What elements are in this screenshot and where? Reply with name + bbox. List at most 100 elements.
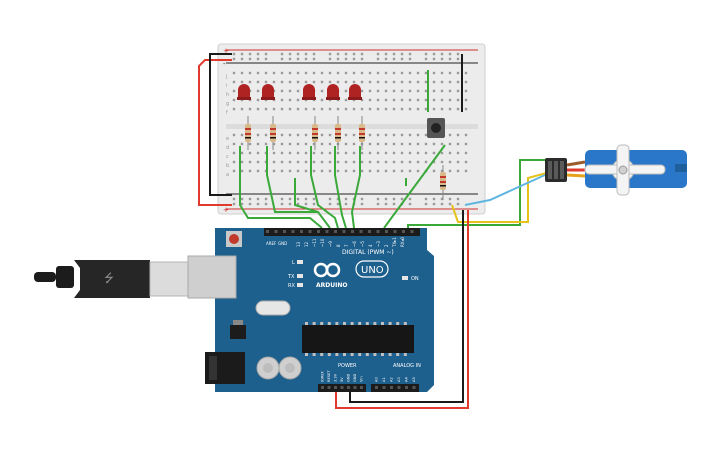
breadboard-hole[interactable]	[464, 151, 468, 155]
rail-hole[interactable]	[280, 52, 284, 56]
breadboard-hole[interactable]	[256, 142, 260, 146]
breadboard-hole[interactable]	[416, 107, 420, 111]
breadboard-hole[interactable]	[256, 107, 260, 111]
breadboard-hole[interactable]	[392, 169, 396, 173]
breadboard-hole[interactable]	[384, 98, 388, 102]
header-pin[interactable]	[376, 230, 380, 233]
analog-pin[interactable]	[390, 386, 393, 389]
rail-hole[interactable]	[408, 52, 412, 56]
rail-hole[interactable]	[264, 57, 268, 61]
breadboard-hole[interactable]	[344, 151, 348, 155]
breadboard-hole[interactable]	[440, 160, 444, 164]
breadboard-hole[interactable]	[288, 151, 292, 155]
breadboard-hole[interactable]	[416, 142, 420, 146]
breadboard-hole[interactable]	[328, 71, 332, 75]
breadboard-hole[interactable]	[448, 107, 452, 111]
breadboard-hole[interactable]	[408, 107, 412, 111]
rail-hole[interactable]	[240, 202, 244, 206]
breadboard-hole[interactable]	[384, 160, 388, 164]
breadboard-hole[interactable]	[432, 160, 436, 164]
rail-hole[interactable]	[288, 202, 292, 206]
breadboard-hole[interactable]	[360, 80, 364, 84]
breadboard-hole[interactable]	[264, 142, 268, 146]
breadboard-hole[interactable]	[240, 151, 244, 155]
rail-hole[interactable]	[440, 197, 444, 201]
breadboard-hole[interactable]	[464, 169, 468, 173]
rail-hole[interactable]	[240, 197, 244, 201]
breadboard-hole[interactable]	[320, 151, 324, 155]
breadboard-hole[interactable]	[288, 71, 292, 75]
power-pin[interactable]	[347, 386, 350, 389]
breadboard-hole[interactable]	[392, 151, 396, 155]
breadboard-hole[interactable]	[232, 151, 236, 155]
rail-hole[interactable]	[376, 52, 380, 56]
rail-hole[interactable]	[352, 57, 356, 61]
rail-hole[interactable]	[456, 57, 460, 61]
breadboard-hole[interactable]	[296, 80, 300, 84]
digital-header[interactable]	[264, 228, 420, 236]
breadboard-hole[interactable]	[256, 98, 260, 102]
breadboard-hole[interactable]	[304, 133, 308, 137]
breadboard-hole[interactable]	[232, 89, 236, 93]
breadboard-hole[interactable]	[264, 133, 268, 137]
rail-hole[interactable]	[248, 202, 252, 206]
breadboard-hole[interactable]	[304, 71, 308, 75]
breadboard-hole[interactable]	[280, 71, 284, 75]
breadboard-hole[interactable]	[232, 107, 236, 111]
header-pin[interactable]	[402, 230, 405, 233]
breadboard-hole[interactable]	[440, 89, 444, 93]
resistor[interactable]	[335, 116, 341, 150]
power-pin[interactable]	[321, 386, 324, 389]
rail-hole[interactable]	[248, 57, 252, 61]
breadboard-hole[interactable]	[344, 142, 348, 146]
breadboard-hole[interactable]	[384, 107, 388, 111]
breadboard-hole[interactable]	[368, 133, 372, 137]
breadboard-hole[interactable]	[400, 133, 404, 137]
breadboard-hole[interactable]	[376, 142, 380, 146]
breadboard-hole[interactable]	[296, 133, 300, 137]
breadboard-hole[interactable]	[304, 142, 308, 146]
header-pin[interactable]	[359, 230, 363, 233]
breadboard-hole[interactable]	[464, 98, 468, 102]
rail-hole[interactable]	[448, 202, 452, 206]
rail-hole[interactable]	[408, 57, 412, 61]
breadboard-hole[interactable]	[376, 80, 380, 84]
breadboard-hole[interactable]	[456, 133, 460, 137]
header-pin[interactable]	[325, 230, 329, 233]
breadboard-hole[interactable]	[368, 89, 372, 93]
breadboard-hole[interactable]	[328, 160, 332, 164]
push-button-cap[interactable]	[431, 123, 441, 133]
rail-hole[interactable]	[376, 202, 380, 206]
wire-red-power[interactable]	[335, 210, 469, 409]
resistor[interactable]	[440, 165, 446, 200]
rail-hole[interactable]	[352, 52, 356, 56]
breadboard-hole[interactable]	[248, 80, 252, 84]
servo-motor[interactable]	[545, 144, 687, 196]
rail-hole[interactable]	[240, 57, 244, 61]
rail-hole[interactable]	[384, 202, 388, 206]
breadboard-hole[interactable]	[432, 169, 436, 173]
breadboard-hole[interactable]	[312, 151, 316, 155]
breadboard-hole[interactable]	[360, 71, 364, 75]
power-pin[interactable]	[327, 386, 331, 389]
rail-hole[interactable]	[304, 197, 308, 201]
breadboard-hole[interactable]	[432, 107, 436, 111]
breadboard-hole[interactable]	[384, 142, 388, 146]
wire-black-left[interactable]	[209, 53, 232, 196]
breadboard-hole[interactable]	[432, 98, 436, 102]
rail-hole[interactable]	[384, 197, 388, 201]
breadboard-hole[interactable]	[280, 98, 284, 102]
breadboard-hole[interactable]	[232, 98, 236, 102]
breadboard-hole[interactable]	[248, 169, 252, 173]
header-pin[interactable]	[368, 230, 371, 233]
breadboard-hole[interactable]	[296, 142, 300, 146]
breadboard-hole[interactable]	[352, 107, 356, 111]
breadboard-hole[interactable]	[456, 160, 460, 164]
breadboard-hole[interactable]	[440, 151, 444, 155]
rail-hole[interactable]	[440, 57, 444, 61]
rail-hole[interactable]	[264, 202, 268, 206]
header-pin[interactable]	[393, 230, 397, 233]
breadboard-hole[interactable]	[416, 151, 420, 155]
breadboard-hole[interactable]	[272, 151, 276, 155]
breadboard-hole[interactable]	[408, 89, 412, 93]
